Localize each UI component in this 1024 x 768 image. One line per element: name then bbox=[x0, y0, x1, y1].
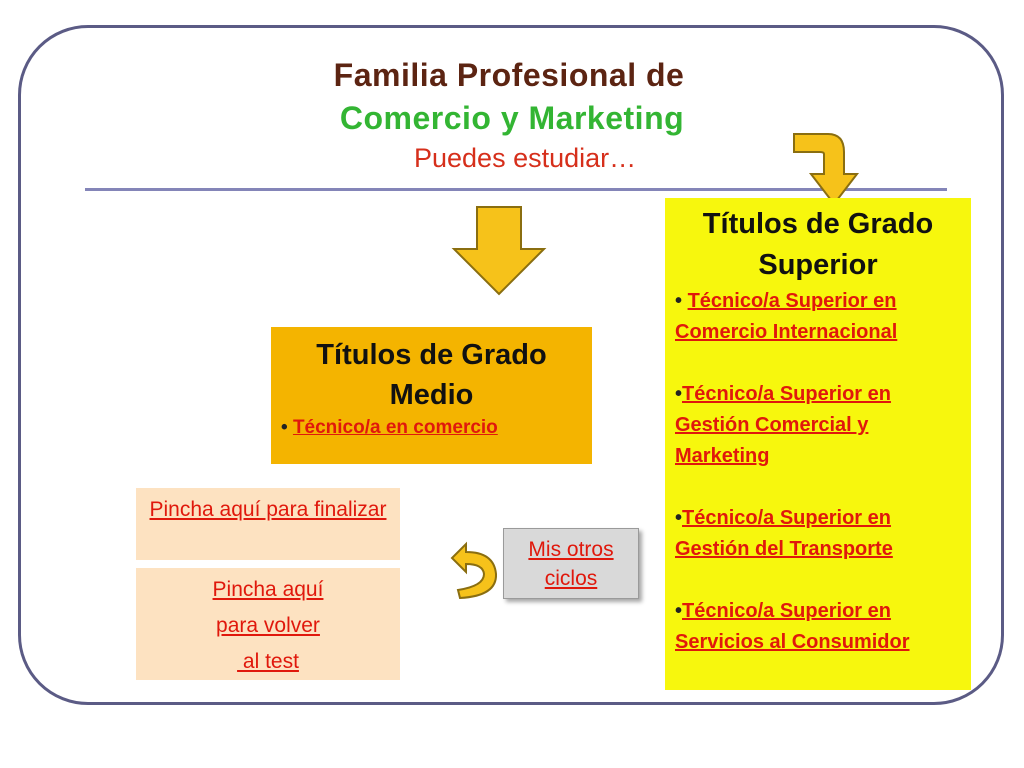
finalizar-label: Pincha aquí para finalizar bbox=[149, 498, 387, 521]
link-gestion-transporte[interactable]: Técnico/a Superior en Gestión del Transp… bbox=[675, 507, 893, 560]
link-tecnico-comercio[interactable]: Técnico/a en comercio bbox=[292, 417, 498, 438]
bullet: • bbox=[675, 600, 683, 622]
bullet: • bbox=[675, 290, 683, 312]
grado-superior-item: • Técnico/a Superior en Comercio Interna… bbox=[675, 286, 961, 348]
grado-superior-item: •Técnico/a Superior en Servicios al Cons… bbox=[675, 596, 961, 658]
grado-superior-item: •Técnico/a Superior en Gestión Comercial… bbox=[675, 379, 961, 472]
volver-test-button[interactable]: Pincha aquí para volver al test bbox=[136, 568, 400, 680]
curved-arrow-down-icon bbox=[793, 133, 860, 206]
title-line-1: Familia Profesional de bbox=[333, 57, 685, 93]
arrow-down-icon bbox=[451, 206, 547, 296]
grado-medio-title: Títulos de Grado Medio bbox=[316, 339, 547, 411]
finalizar-button[interactable]: Pincha aquí para finalizar bbox=[136, 488, 400, 560]
link-comercio-internacional[interactable]: Técnico/a Superior en Comercio Internaci… bbox=[675, 290, 898, 343]
grado-medio-item: • Técnico/a en comercio bbox=[271, 417, 592, 439]
bullet: • bbox=[675, 507, 683, 529]
grado-superior-item: •Técnico/a Superior en Gestión del Trans… bbox=[675, 503, 961, 565]
otros-ciclos-label: Mis otros ciclos bbox=[528, 538, 614, 590]
curved-arrow-left-icon[interactable] bbox=[450, 540, 500, 602]
divider bbox=[85, 188, 947, 191]
slide-frame bbox=[18, 25, 1004, 705]
volver-label-2: para volver bbox=[216, 614, 320, 637]
volver-label-1: Pincha aquí bbox=[212, 578, 324, 601]
bullet: • bbox=[281, 417, 288, 438]
grado-medio-box: Títulos de Grado Medio • Técnico/a en co… bbox=[271, 327, 592, 464]
link-gestion-comercial-marketing[interactable]: Técnico/a Superior en Gestión Comercial … bbox=[675, 383, 891, 467]
bullet: • bbox=[675, 383, 683, 405]
link-servicios-consumidor[interactable]: Técnico/a Superior en Servicios al Consu… bbox=[675, 600, 910, 653]
grado-superior-box: Títulos de Grado Superior • Técnico/a Su… bbox=[665, 198, 971, 690]
subtitle: Puedes estudiar… bbox=[414, 143, 637, 173]
title-line-2: Comercio y Marketing bbox=[339, 100, 685, 136]
grado-superior-title: Títulos de Grado Superior bbox=[702, 208, 934, 281]
volver-label-3: al test bbox=[237, 650, 299, 673]
otros-ciclos-button[interactable]: Mis otros ciclos bbox=[503, 528, 639, 599]
